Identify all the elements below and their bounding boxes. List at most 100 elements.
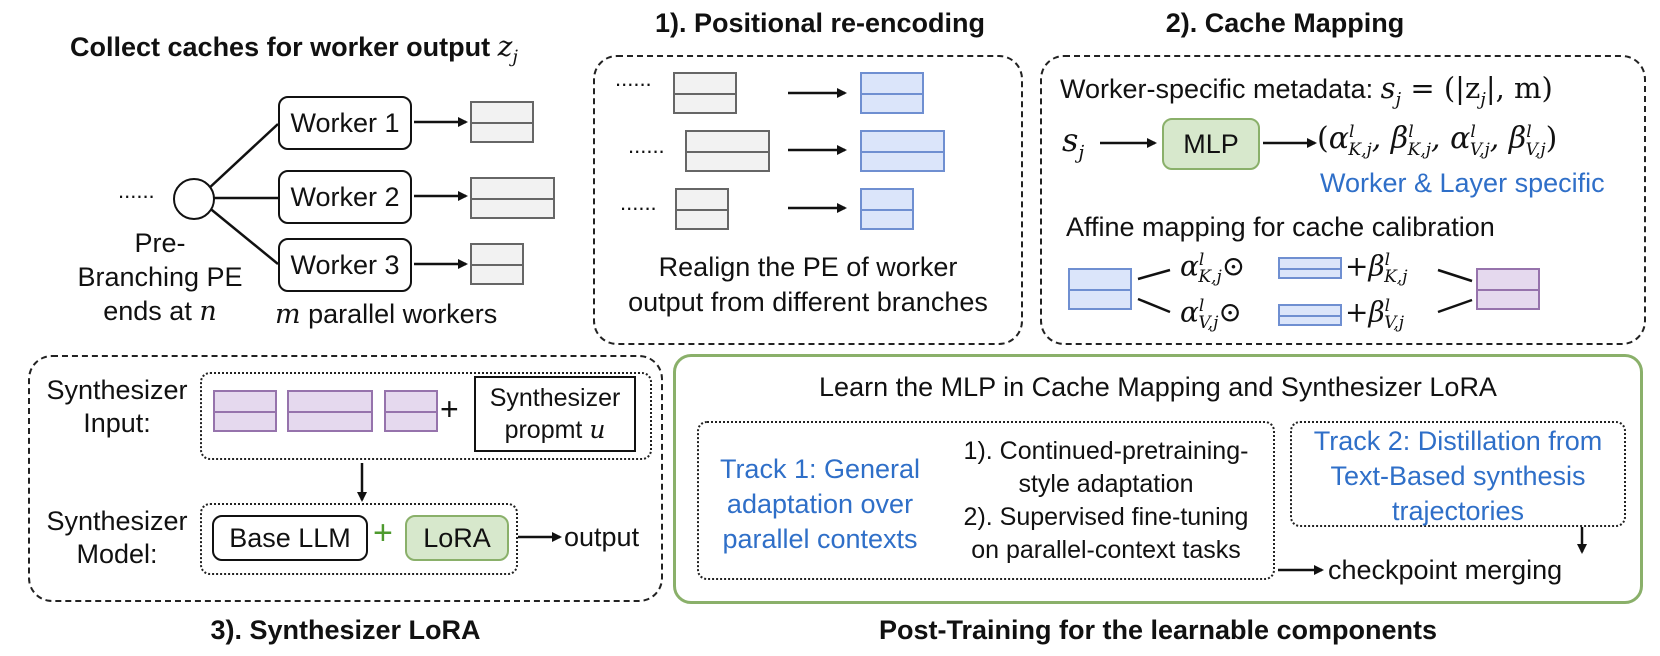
- worker-1-box: Worker 1: [278, 96, 412, 150]
- mlp-label: MLP: [1183, 128, 1239, 159]
- track2-box: [1290, 421, 1626, 527]
- synth-model-label-2: Model:: [76, 539, 158, 569]
- lora-plus: +: [373, 514, 393, 552]
- synth-input-box: [200, 372, 652, 460]
- worker-3-box: Worker 3: [278, 238, 412, 292]
- posttrain-heading: Learn the MLP in Cache Mapping and Synth…: [819, 372, 1497, 402]
- collect-title-text: Collect caches for worker output: [70, 32, 491, 62]
- worker3-cache: [470, 243, 524, 285]
- parallel-var: m: [275, 299, 301, 330]
- affine-input-cache: [1068, 268, 1132, 310]
- collect-title: Collect caches for worker output zj: [70, 33, 518, 67]
- collect-title-var: zj: [497, 30, 518, 68]
- mapping-title: 2). Cache Mapping: [1165, 8, 1405, 38]
- synth-model-box: [200, 503, 518, 575]
- prebranch-line2: Branching PE: [77, 262, 243, 292]
- branch-line-1: [206, 123, 279, 191]
- synth-prompt-box: [474, 376, 636, 452]
- track1-label: Track 1: General adaptation over paralle…: [700, 452, 940, 557]
- positional-caption-1: Realign the PE of worker: [658, 252, 958, 282]
- affine-line-v-out: [1437, 298, 1473, 314]
- worker-2-box: Worker 2: [278, 170, 412, 224]
- base-llm-box: Base LLM: [212, 515, 368, 561]
- positional-caption-2: output from different branches: [628, 287, 988, 317]
- synth-prompt-line1: Synthesizer: [489, 384, 621, 412]
- synth-cache-3: [384, 390, 438, 432]
- positional-panel: [593, 55, 1023, 345]
- track1-steps: 1). Continued-pretraining- style adaptat…: [940, 435, 1272, 567]
- positional-caption: Realign the PE of worker output from dif…: [598, 250, 1018, 320]
- mlp-output-params: (αlK,j, βlK,j, αlV,j, βlV,j): [1317, 121, 1558, 160]
- output-label: output: [564, 522, 640, 552]
- synth-prompt-label: Synthesizer propmt u: [474, 382, 636, 446]
- synth-model-label-1: Synthesizer: [46, 506, 188, 536]
- mlp-box: MLP: [1162, 118, 1260, 170]
- synth-input-label-1: Synthesizer: [46, 375, 188, 405]
- parallel-text: parallel workers: [308, 299, 498, 329]
- affine-line-k-in: [1137, 268, 1171, 281]
- lora-box: LoRA: [405, 515, 509, 561]
- worker-2-label: Worker 2: [290, 181, 400, 212]
- step2-line2: on parallel-context tasks: [971, 536, 1241, 564]
- affine-k-cache: [1278, 257, 1342, 279]
- blue-cache-1: [860, 72, 924, 114]
- synth-cache-2: [287, 390, 373, 432]
- lora-title: 3). Synthesizer LoRA: [210, 615, 481, 645]
- worker-1-label: Worker 1: [290, 107, 400, 138]
- affine-line-v-in: [1137, 297, 1171, 314]
- synth-input-label-2: Input:: [83, 408, 151, 438]
- prebranch-label: Pre- Branching PE ends at n: [60, 226, 260, 329]
- posttrain-title: Post-Training for the learnable componen…: [878, 615, 1438, 645]
- mapping-panel: [1040, 55, 1646, 345]
- checkpoint-merging: checkpoint merging: [1328, 555, 1563, 585]
- worker-3-label: Worker 3: [290, 249, 400, 280]
- gray-cache-1: [673, 72, 737, 114]
- positional-dots-3: ......: [620, 190, 657, 215]
- positional-title: 1). Positional re-encoding: [654, 8, 986, 38]
- gray-cache-3: [675, 188, 729, 230]
- lora-panel: [28, 355, 663, 602]
- prebranch-dots: ......: [118, 178, 155, 203]
- affine-line-k-out: [1437, 268, 1473, 283]
- blue-cache-2: [860, 130, 945, 172]
- metadata-formula: sj = (|zj|, m): [1380, 71, 1553, 110]
- step1-line1: 1). Continued-pretraining-: [963, 437, 1249, 465]
- track2-line3: trajectories: [1391, 496, 1525, 526]
- metadata-row: Worker-specific metadata: sj = (|zj|, m): [1060, 74, 1553, 109]
- base-llm-label: Base LLM: [229, 522, 351, 553]
- track1-line1: Track 1: General: [719, 454, 921, 484]
- track1-box: [697, 421, 1275, 580]
- beta-k: +βlK,j: [1345, 249, 1408, 287]
- branch-line-3: [206, 205, 279, 265]
- s-var: sj: [1062, 121, 1085, 164]
- prebranch-line3: ends at n: [103, 296, 217, 327]
- gray-cache-2: [685, 130, 770, 172]
- lora-label: LoRA: [423, 522, 491, 553]
- alpha-v: αlV,j⊙: [1180, 295, 1242, 333]
- prebranch-node: [173, 178, 215, 220]
- track1-line3: parallel contexts: [722, 524, 918, 554]
- track1-line2: adaptation over: [726, 489, 914, 519]
- affine-v-cache: [1278, 304, 1342, 326]
- positional-dots-2: ......: [628, 133, 665, 158]
- track2-label: Track 2: Distillation from Text-Based sy…: [1290, 424, 1626, 529]
- synth-input-label: Synthesizer Input:: [37, 374, 197, 440]
- synth-plus: +: [440, 391, 459, 427]
- positional-dots-1: ......: [615, 66, 652, 91]
- synth-model-label: Synthesizer Model:: [37, 505, 197, 571]
- track2-line1: Track 2: Distillation from: [1313, 426, 1603, 456]
- alpha-k: αlK,j⊙: [1180, 249, 1246, 287]
- step1-line2: style adaptation: [1018, 470, 1194, 498]
- synth-prompt-line2: propmt u: [504, 415, 606, 444]
- worker1-cache: [470, 101, 534, 143]
- posttrain-panel: [673, 354, 1643, 604]
- parallel-workers-label: m parallel workers: [275, 299, 498, 330]
- blue-cache-3: [860, 188, 914, 230]
- metadata-label: Worker-specific metadata:: [1060, 74, 1374, 104]
- step2-line1: 2). Supervised fine-tuning: [963, 503, 1249, 531]
- affine-label: Affine mapping for cache calibration: [1066, 212, 1495, 242]
- prebranch-line1: Pre-: [134, 228, 186, 258]
- track2-line2: Text-Based synthesis: [1330, 461, 1586, 491]
- affine-output-cache: [1476, 268, 1540, 310]
